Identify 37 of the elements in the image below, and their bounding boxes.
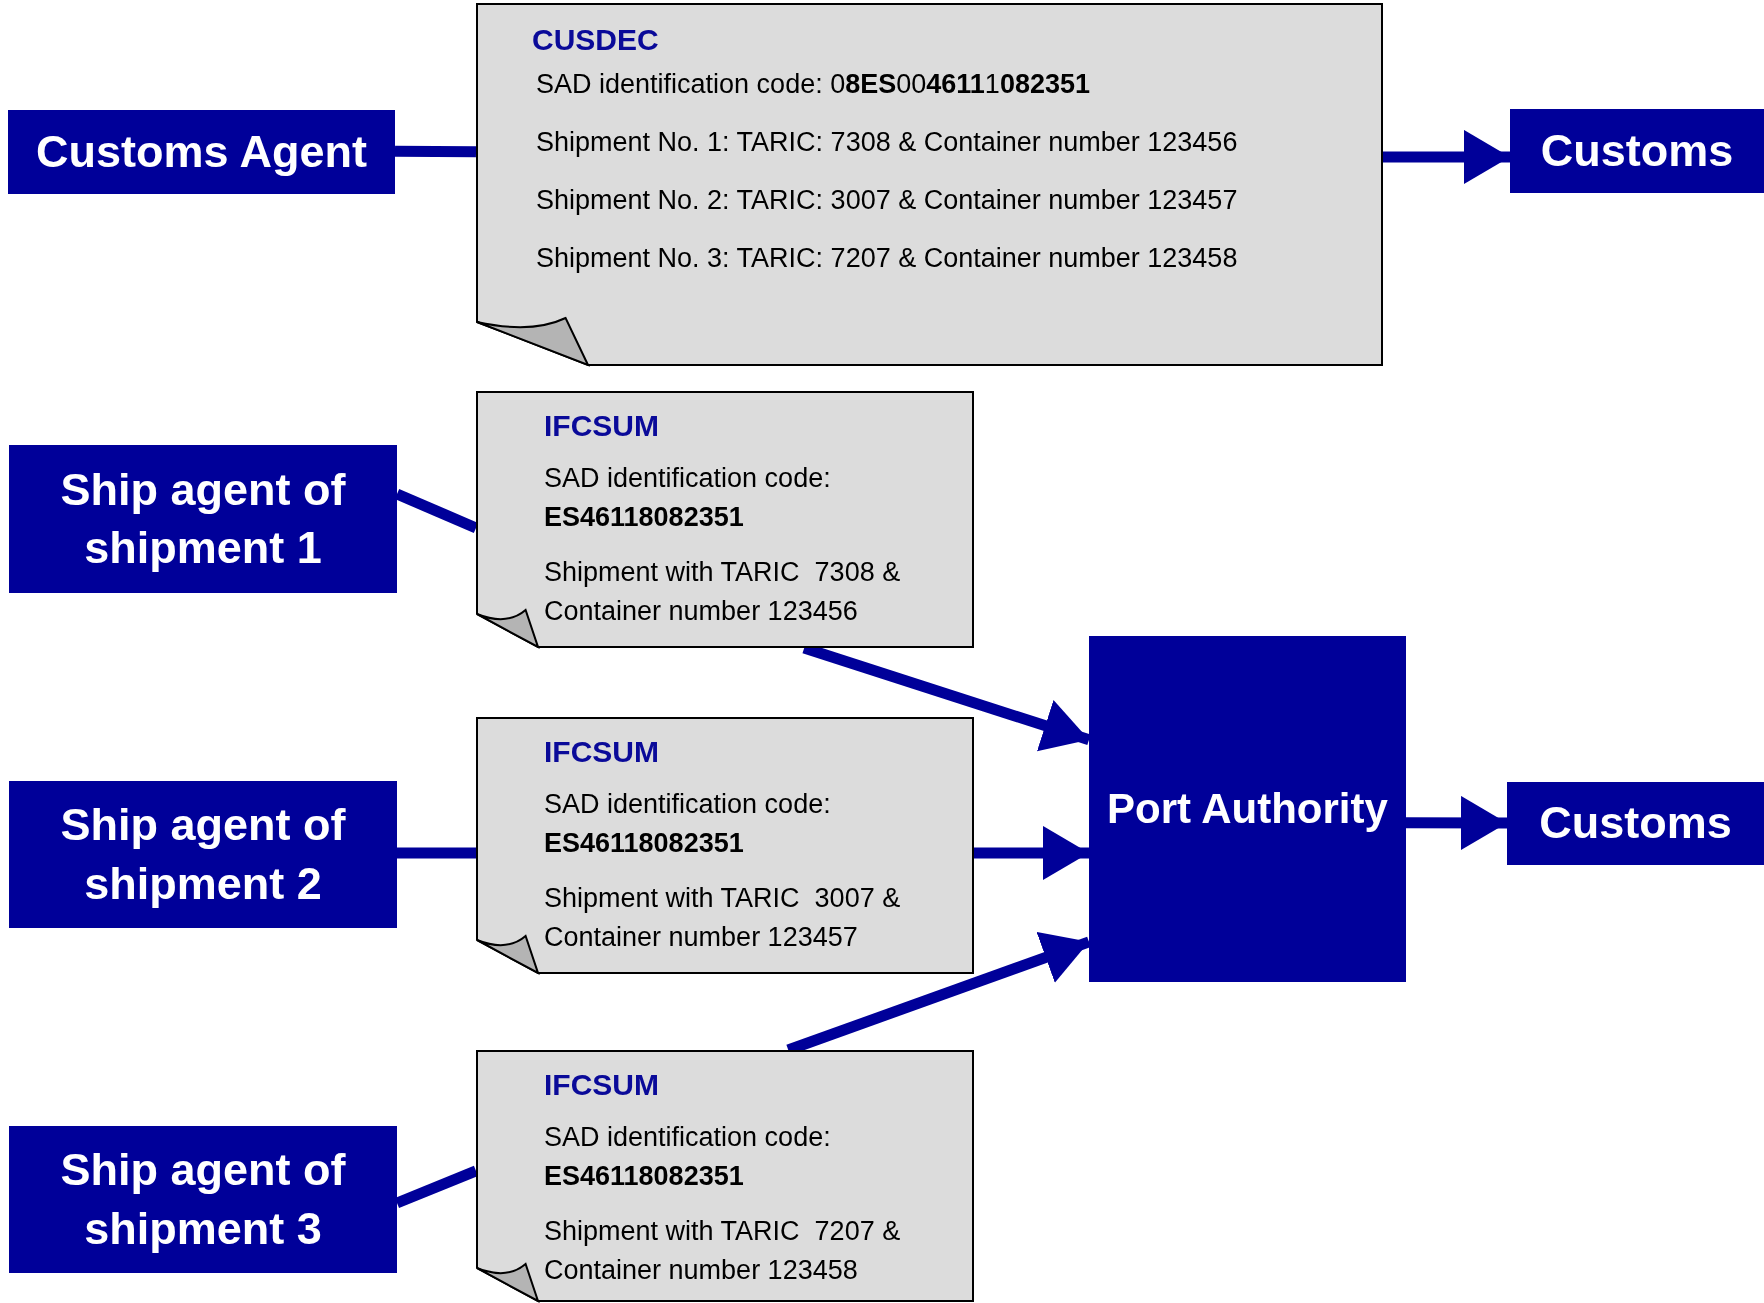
arrow xyxy=(1383,129,1510,184)
connector-line xyxy=(397,847,476,859)
connector-line xyxy=(394,145,477,158)
actor-box xyxy=(8,110,395,194)
actor-box xyxy=(9,1126,397,1273)
document-title: IFCSUM xyxy=(544,409,660,443)
document-text: Shipment with TARIC 7308 & Container number 123456 xyxy=(544,556,902,629)
actor-box xyxy=(1507,782,1764,865)
document-shape xyxy=(476,1050,974,1302)
actor-box xyxy=(1510,109,1764,193)
document-text: SAD identification code: ES46118082351 xyxy=(544,1121,832,1194)
document-title: IFCSUM xyxy=(544,735,660,769)
document-text: Shipment No. 2: TARIC: 3007 & Container number 123457 xyxy=(536,184,1239,218)
document-text: SAD identification code: ES46118082351 xyxy=(544,462,832,535)
actor-box xyxy=(9,445,397,593)
box-label: Ship agent of shipment 2 xyxy=(59,798,347,911)
box-label: Ship agent of shipment 3 xyxy=(59,1143,347,1256)
document-text: Shipment with TARIC 3007 & Container number 123457 xyxy=(544,882,902,955)
document-text: Shipment No. 1: TARIC: 7308 & Container number 123456 xyxy=(536,126,1239,160)
arrow xyxy=(974,825,1089,880)
document-text: SAD identification code: ES46118082351 xyxy=(544,788,832,861)
actor-box xyxy=(1089,636,1406,982)
document-shape xyxy=(476,391,974,648)
document-text: Shipment No. 3: TARIC: 7207 & Container number 123458 xyxy=(536,242,1239,276)
document-title: CUSDEC xyxy=(532,23,660,57)
box-label: Customs xyxy=(1539,796,1732,851)
document-text: Shipment with TARIC 7207 & Container number 123458 xyxy=(544,1215,902,1288)
document-shape xyxy=(476,3,1383,366)
document-title: IFCSUM xyxy=(544,1068,660,1102)
document-shape xyxy=(476,717,974,974)
box-label: Ship agent of shipment 1 xyxy=(59,462,347,575)
box-label: Customs xyxy=(1540,123,1734,178)
document-text: SAD identification code: 08ES0046111082351 xyxy=(536,68,1091,101)
actor-box xyxy=(9,781,397,928)
box-label: Port Authority xyxy=(1107,783,1388,834)
arrow xyxy=(1406,795,1507,850)
box-label: Customs Agent xyxy=(36,124,367,179)
